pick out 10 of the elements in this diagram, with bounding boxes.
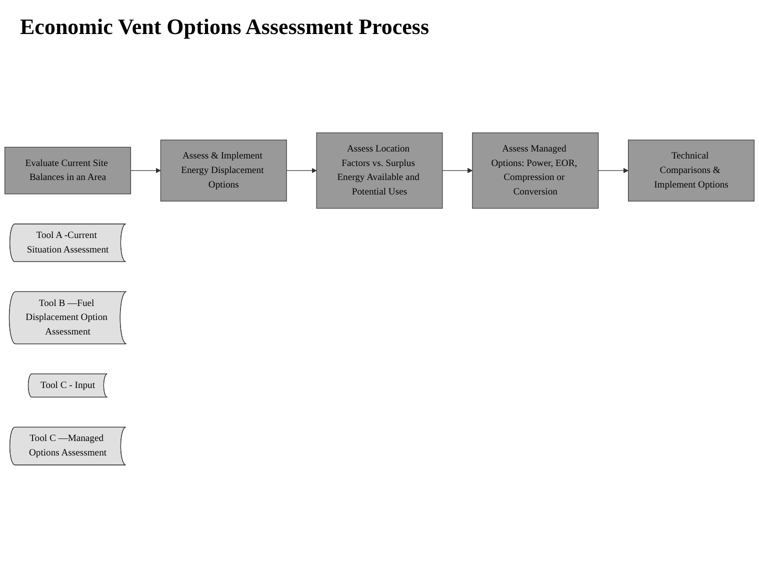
arrow	[130, 168, 161, 174]
arrow	[598, 168, 629, 174]
arrow	[442, 168, 473, 174]
diagram-title: Economic Vent Options Assessment Process	[19, 13, 430, 41]
node-box: Assess Managed Options: Power, EOR, Compression or Conversion	[472, 132, 599, 209]
node-box: Assess & Implement Energy Displacement Options	[160, 140, 287, 202]
arrow	[286, 168, 317, 174]
node-box: Evaluate Current Site Balances in an Area	[4, 147, 131, 194]
node-box: Assess Location Factors vs. Surplus Energy Available and Potential Uses	[316, 132, 443, 209]
node-box: Technical Comparisons & Implement Options	[628, 140, 754, 202]
